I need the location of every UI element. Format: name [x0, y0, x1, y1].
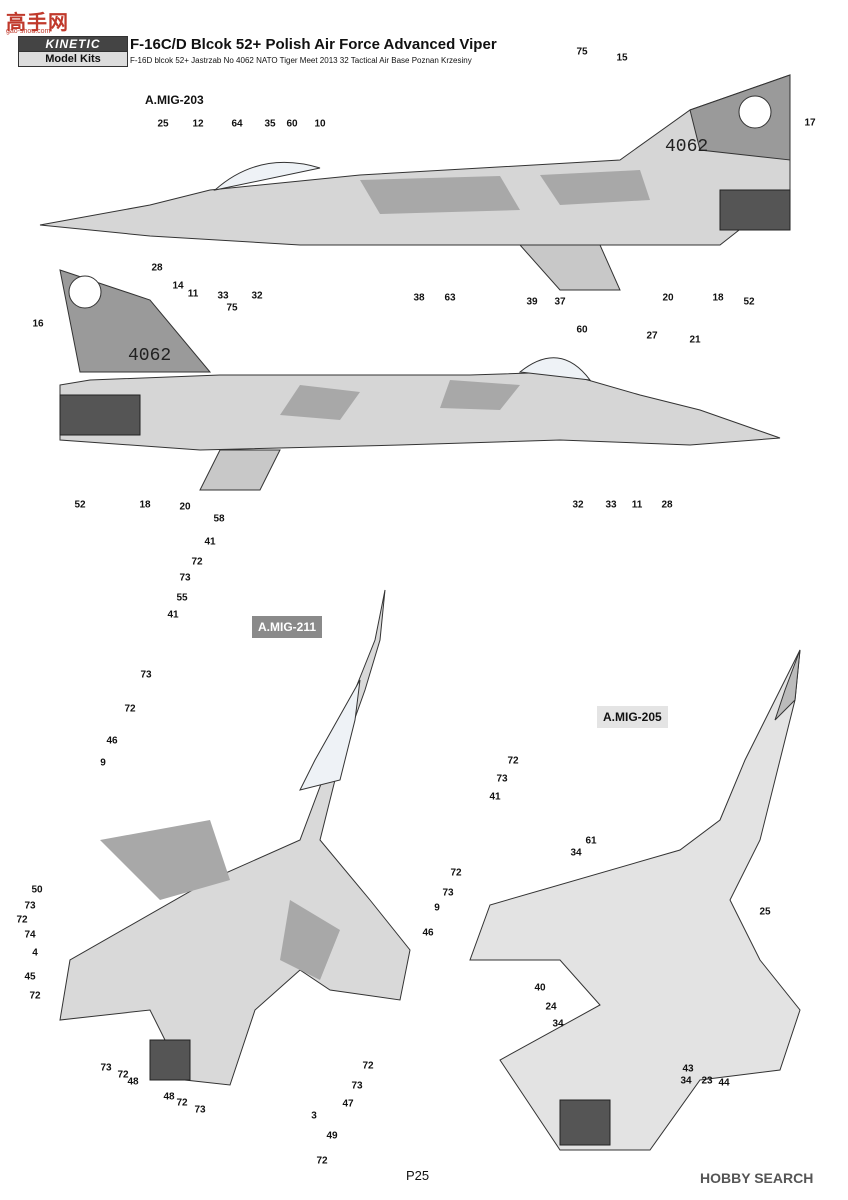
callout-number: 32	[251, 290, 263, 302]
plan-view-top-aircraft	[59, 589, 411, 1086]
callout-number: 34	[552, 1018, 564, 1030]
callout-number: 12	[192, 118, 204, 130]
callout-number: 63	[444, 292, 456, 304]
callout-number: 20	[179, 501, 191, 513]
callout-number: 73	[100, 1062, 112, 1074]
callout-number: 75	[576, 46, 588, 58]
callout-number: 72	[191, 556, 203, 568]
callout-number: 74	[24, 929, 36, 941]
callout-number: 61	[585, 835, 597, 847]
callout-number: 73	[140, 669, 152, 681]
callout-number: 28	[661, 499, 673, 511]
callout-number: 41	[204, 536, 216, 548]
callout-number: 38	[413, 292, 425, 304]
profile-right-aircraft	[59, 269, 781, 491]
callout-number: 50	[31, 884, 43, 896]
plan-view-bottom-aircraft	[469, 649, 801, 1151]
callout-number: 25	[759, 906, 771, 918]
callout-number: 72	[362, 1060, 374, 1072]
callout-number: 72	[176, 1097, 188, 1109]
callout-number: 9	[100, 757, 106, 769]
callout-number: 10	[314, 118, 326, 130]
callout-number: 39	[526, 296, 538, 308]
callout-number: 35	[264, 118, 276, 130]
page-number: P25	[406, 1168, 430, 1183]
callout-number: 72	[124, 703, 136, 715]
callout-number: 72	[16, 914, 28, 926]
callout-number: 72	[316, 1155, 328, 1167]
callout-number: 46	[422, 927, 434, 939]
callout-number: 55	[176, 592, 188, 604]
callout-number: 24	[545, 1001, 557, 1013]
callout-number: 37	[554, 296, 566, 308]
profile-left-aircraft	[39, 74, 791, 291]
plan-label-top: A.MIG-211	[252, 616, 323, 638]
callout-number: 4	[32, 947, 38, 959]
callout-number: 52	[74, 499, 86, 511]
callout-number: 60	[286, 118, 298, 130]
callout-number: 49	[326, 1130, 338, 1142]
callout-number: 60	[576, 324, 588, 336]
callout-number: 14	[172, 280, 184, 292]
callout-number: 48	[127, 1076, 139, 1088]
callout-number: 23	[701, 1075, 713, 1087]
callout-number: 33	[217, 290, 229, 302]
callout-number: 11	[631, 499, 643, 511]
callout-number: 17	[804, 117, 816, 129]
callout-number: 44	[718, 1077, 730, 1089]
callout-number: 21	[689, 334, 701, 346]
callout-number: 33	[605, 499, 617, 511]
callout-number: 72	[507, 755, 519, 767]
tail-number-bottom: 4062	[128, 346, 171, 366]
watermark-text: 高手网	[6, 12, 69, 34]
callout-number: 27	[646, 330, 658, 342]
callout-number: 48	[163, 1091, 175, 1103]
page-title: F-16C/D Blcok 52+ Polish Air Force Advan…	[130, 36, 497, 53]
callout-number: 15	[616, 52, 628, 64]
callout-number: 52	[743, 296, 755, 308]
callout-number: 9	[434, 902, 440, 914]
callout-number: 34	[570, 847, 582, 859]
profile-label-top: A.MIG-203	[145, 93, 204, 107]
callout-number: 73	[24, 900, 36, 912]
callout-number: 25	[157, 118, 169, 130]
callout-number: 73	[194, 1104, 206, 1116]
source-credit: HOBBY SEARCH	[700, 1170, 814, 1186]
page-subtitle: F-16D blcok 52+ Jastrzab No 4062 NATO Ti…	[130, 56, 472, 65]
callout-number: 20	[662, 292, 674, 304]
callout-number: 72	[450, 867, 462, 879]
callout-number: 28	[151, 262, 163, 274]
callout-number: 32	[572, 499, 584, 511]
callout-number: 40	[534, 982, 546, 994]
watermark-url: gao-shou.com	[6, 28, 51, 35]
callout-number: 72	[29, 990, 41, 1002]
callout-number: 46	[106, 735, 118, 747]
callout-number: 73	[351, 1080, 363, 1092]
callout-number: 3	[311, 1110, 317, 1122]
callout-number: 72	[117, 1069, 129, 1081]
callout-number: 18	[712, 292, 724, 304]
callout-number: 58	[213, 513, 225, 525]
callout-number: 34	[680, 1075, 692, 1087]
brand-subline: Model Kits	[18, 51, 128, 67]
callout-number: 18	[139, 499, 151, 511]
callout-number: 41	[167, 609, 179, 621]
callout-number: 73	[496, 773, 508, 785]
callout-number: 41	[489, 791, 501, 803]
callout-number: 16	[32, 318, 44, 330]
callout-number: 64	[231, 118, 243, 130]
callout-number: 47	[342, 1098, 354, 1110]
tail-number-top: 4062	[665, 137, 708, 157]
callout-number: 73	[179, 572, 191, 584]
callout-number: 11	[187, 288, 199, 300]
plan-label-bottom: A.MIG-205	[597, 706, 668, 728]
callout-number: 75	[226, 302, 238, 314]
callout-number: 73	[442, 887, 454, 899]
callout-number: 45	[24, 971, 36, 983]
callout-number: 43	[682, 1063, 694, 1075]
